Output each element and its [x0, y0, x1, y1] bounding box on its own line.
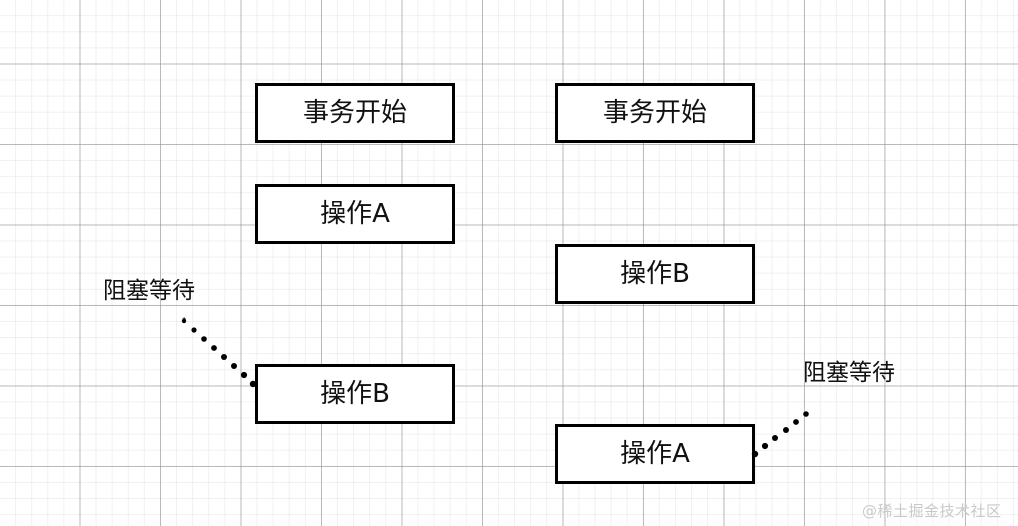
dotted-line-dots — [751, 411, 809, 458]
node-label: 操作B — [620, 259, 690, 289]
node-label: 操作A — [620, 439, 690, 469]
node-left-txn-start[interactable]: 事务开始 — [255, 83, 455, 143]
node-label: 操作A — [320, 199, 390, 229]
node-label: 操作B — [320, 379, 390, 409]
node-right-txn-start[interactable]: 事务开始 — [555, 83, 755, 143]
edge-label-left-block-wait: 阻塞等待 — [103, 278, 195, 304]
node-label: 事务开始 — [602, 98, 707, 128]
edge-right-block-wait — [751, 411, 809, 458]
edge-label-right-block-wait: 阻塞等待 — [803, 360, 895, 386]
watermark: @稀土掘金技术社区 — [862, 502, 1002, 520]
dotted-line-dots — [181, 317, 257, 388]
node-left-op-a[interactable]: 操作A — [255, 184, 455, 244]
node-right-op-a[interactable]: 操作A — [555, 424, 755, 484]
node-label: 事务开始 — [302, 98, 407, 128]
node-left-op-b[interactable]: 操作B — [255, 364, 455, 424]
node-right-op-b[interactable]: 操作B — [555, 244, 755, 304]
